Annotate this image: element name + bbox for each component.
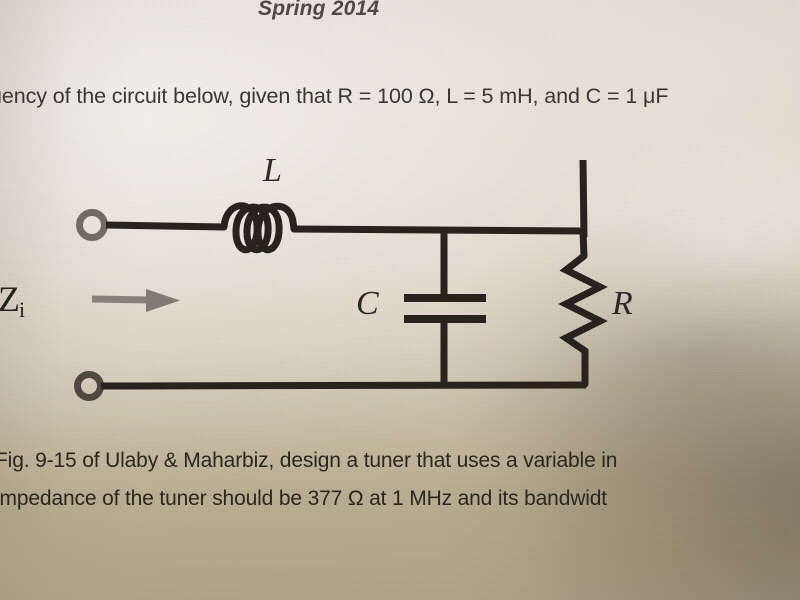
input-impedance-arrow xyxy=(91,289,180,312)
wire-top-left xyxy=(105,221,225,231)
impedance-symbol: Z xyxy=(0,279,20,319)
resistor-symbol xyxy=(558,159,608,388)
caption-text-line-2: impedance of the tuner should be 377 Ω a… xyxy=(0,487,607,510)
input-terminal-top xyxy=(76,209,108,241)
question-statement-text: uency of the circuit below, given that R… xyxy=(0,84,669,108)
wire-bottom xyxy=(100,381,587,390)
resistor-label: R xyxy=(612,285,633,322)
impedance-subscript: i xyxy=(19,297,26,322)
input-terminal-bottom xyxy=(74,371,104,401)
inductor-symbol xyxy=(220,202,298,254)
capacitor-symbol xyxy=(404,231,486,384)
resistor-zigzag xyxy=(558,252,608,388)
wire-top-right xyxy=(292,225,584,235)
inductor-label: L xyxy=(263,152,282,189)
capacitor-label: C xyxy=(356,285,379,322)
input-impedance-label: Zi xyxy=(0,278,25,323)
page-header-term: Spring 2014 xyxy=(258,0,380,20)
caption-text-line-1: Fig. 9-15 of Ulaby & Maharbiz, design a … xyxy=(0,449,618,472)
rlc-circuit-schematic xyxy=(74,159,608,401)
resistor-lead-top xyxy=(579,159,588,238)
